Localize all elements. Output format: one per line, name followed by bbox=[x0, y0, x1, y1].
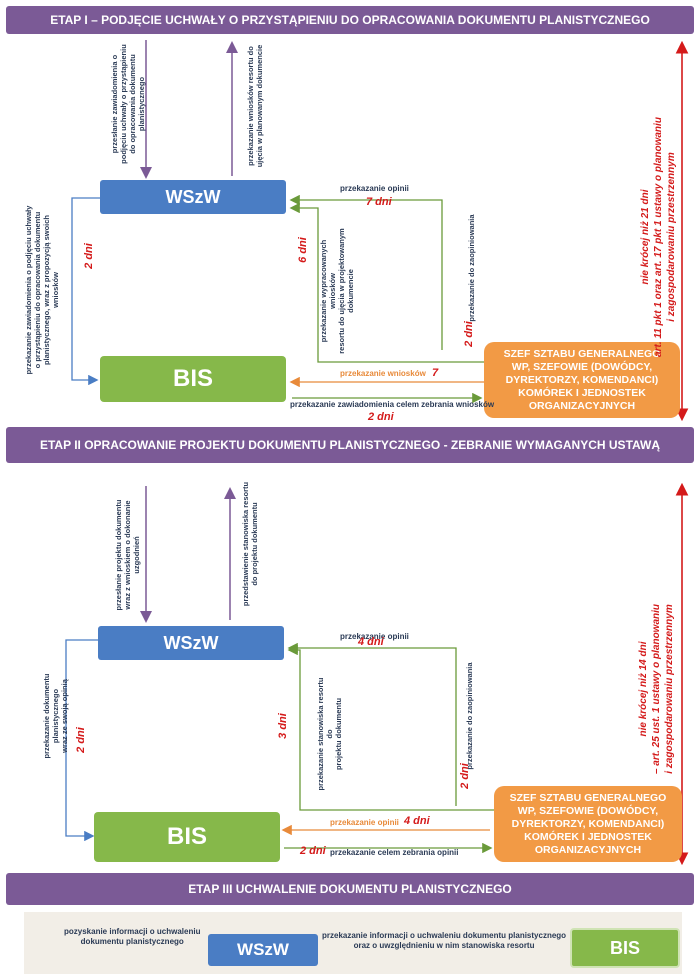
s1-left-arrow bbox=[71, 197, 100, 386]
stage2-wszw-box: WSzW bbox=[98, 626, 284, 660]
stage3-banner: ETAP III UCHWALENIE DOKUMENTU PLANISTYCZ… bbox=[6, 873, 694, 905]
stage1-szef-box: SZEF SZTABU GENERALNEGO WP, SZEFOWIE (DO… bbox=[484, 342, 680, 418]
s2-opinion-arrow bbox=[287, 642, 457, 806]
s2-mid-arrow bbox=[287, 644, 496, 811]
s2-opinion-days: 4 dni bbox=[358, 636, 384, 648]
s1-zaop-label: przekazanie do zaopiniowania bbox=[467, 214, 476, 322]
stage1-bis-box: BIS bbox=[100, 356, 286, 402]
s2-mid-label: przekazanie stanowiska resortu do projek… bbox=[316, 677, 343, 791]
stage2-banner: ETAP II OPRACOWANIE PROJEKTU DOKUMENTU P… bbox=[6, 427, 694, 488]
s1-opinion-days: 7 dni bbox=[366, 196, 392, 208]
s1-opinion-arrow bbox=[289, 194, 443, 350]
s2-zebranie-label: przekazanie celem zebrania opinii bbox=[330, 848, 459, 857]
s1-down-label: przesłanie zawiadomienia o podjęciu uchw… bbox=[110, 44, 146, 164]
stage2-bis-box: BIS bbox=[94, 812, 280, 862]
s2-opinion-label: przekazanie opinii bbox=[340, 632, 409, 641]
s2-down-label: przesłanie projektu dokumentu wraz z wni… bbox=[114, 499, 141, 611]
stage2-szef-box: SZEF SZTABU GENERALNEGO WP, SZEFOWIE (DO… bbox=[494, 786, 682, 862]
s1-side-note: nie krócej niż 21 dni art. 11 pkt 1 oraz… bbox=[640, 117, 677, 357]
s2-side-note: nie krócej niż 14 dni – art. 25 ust. 1 u… bbox=[638, 603, 675, 775]
stage3-wszw-box: WSzW bbox=[208, 934, 318, 966]
stage1-banner: ETAP I – PODJĘCIE UCHWAŁY O PRZYSTĄPIENI… bbox=[6, 6, 694, 34]
s1-mid-arrow bbox=[289, 202, 484, 363]
s1-zaop-days: 2 dni bbox=[462, 321, 475, 347]
s2-up-label: przedstawienie stanowiska resortu do pro… bbox=[241, 481, 259, 607]
s1-up-label: przekazanie wniosków resortu do ujęcia w… bbox=[246, 44, 264, 168]
stage1-wszw-box: WSzW bbox=[100, 180, 286, 214]
s2-zaop-days: 2 dni bbox=[458, 763, 471, 789]
s1-left-label: przekazanie zawiadomienia o podjęciu uch… bbox=[24, 205, 60, 375]
s1-wnioski-label: przekazanie wniosków bbox=[340, 369, 426, 378]
s2-mid-days: 3 dni bbox=[276, 713, 289, 739]
s1-zawiadomienie-label: przekazanie zawiadomienia celem zebrania… bbox=[290, 400, 495, 409]
s1-opinion-label: przekazanie opinii bbox=[340, 184, 409, 193]
s1-mid-label: przekazanie wypracowanych wniosków resor… bbox=[319, 228, 355, 354]
s1-wnioski-days: 7 bbox=[432, 367, 439, 379]
s2-opinii-days: 4 dni bbox=[404, 815, 430, 827]
s2-left-arrow bbox=[65, 639, 98, 842]
s3-info-label: pozyskanie informacji o uchwaleniu dokum… bbox=[64, 927, 201, 946]
s1-mid-days: 6 dni bbox=[296, 237, 309, 263]
s3-pass-label: przekazanie informacji o uchwaleniu doku… bbox=[322, 931, 567, 950]
s2-left-label: przekazanie dokumentu planistycznego wra… bbox=[42, 673, 69, 759]
s2-zaop-label: przekazanie do zaopiniowania bbox=[465, 662, 474, 770]
s1-left-days: 2 dni bbox=[82, 243, 95, 269]
s2-left-days: 2 dni bbox=[74, 727, 87, 753]
s1-zawiadomienie-days: 2 dni bbox=[368, 411, 394, 423]
s2-zebranie-days: 2 dni bbox=[300, 845, 326, 857]
s2-opinii-label: przekazanie opinii bbox=[330, 818, 399, 827]
stage3-bis-box: BIS bbox=[570, 928, 680, 968]
